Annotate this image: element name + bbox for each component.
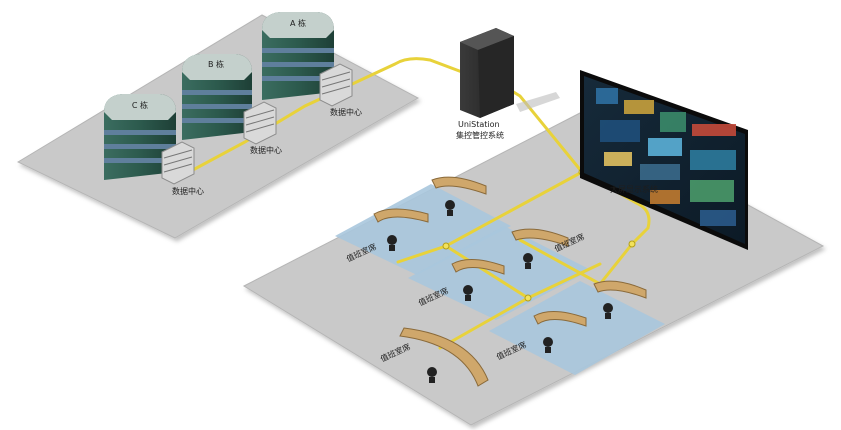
office-chair-icon <box>427 367 437 383</box>
video-wall: 大屏显示系统 <box>580 70 748 250</box>
data-center-c-label: 数据中心 <box>172 186 204 196</box>
unistation-server: UniStation 集控管控系统 <box>456 28 560 140</box>
building-c: C 栋 <box>104 94 176 180</box>
data-center-b: 数据中心 <box>243 101 282 155</box>
control-desks <box>373 176 647 387</box>
building-c-label: C 栋 <box>132 100 148 110</box>
server-subtitle: 集控管控系统 <box>456 130 504 140</box>
office-chair-icon <box>387 235 397 251</box>
monitor-icon <box>596 88 736 226</box>
desk-5 <box>533 311 587 353</box>
office-chair-icon <box>603 303 613 319</box>
server-name: UniStation <box>458 120 500 129</box>
server-rack-icon <box>243 101 277 145</box>
zone-3 <box>489 281 665 375</box>
data-center-b-label: 数据中心 <box>250 145 282 155</box>
data-center-a: 数据中心 <box>319 63 362 117</box>
server-rack-icon <box>161 141 195 185</box>
desk-6 <box>593 280 647 319</box>
desk-4 <box>511 228 569 269</box>
building-b: B 栋 <box>182 54 252 140</box>
desk-7-curved <box>399 327 489 387</box>
desk-1 <box>373 208 429 251</box>
data-center-c: 数据中心 <box>161 141 204 196</box>
office-chair-icon <box>523 253 533 269</box>
zone-1 <box>335 184 511 275</box>
building-a-label: A 栋 <box>290 18 306 28</box>
office-chair-icon <box>543 337 553 353</box>
video-wall-label: 大屏显示系统 <box>610 184 658 194</box>
office-chair-icon <box>445 200 455 216</box>
data-center-a-label: 数据中心 <box>330 107 362 117</box>
desk-2 <box>431 176 487 216</box>
desk-3 <box>451 259 505 301</box>
server-rack-icon <box>319 63 353 107</box>
building-b-label: B 栋 <box>208 59 224 69</box>
building-a: A 栋 <box>262 12 334 100</box>
office-chair-icon <box>463 285 473 301</box>
